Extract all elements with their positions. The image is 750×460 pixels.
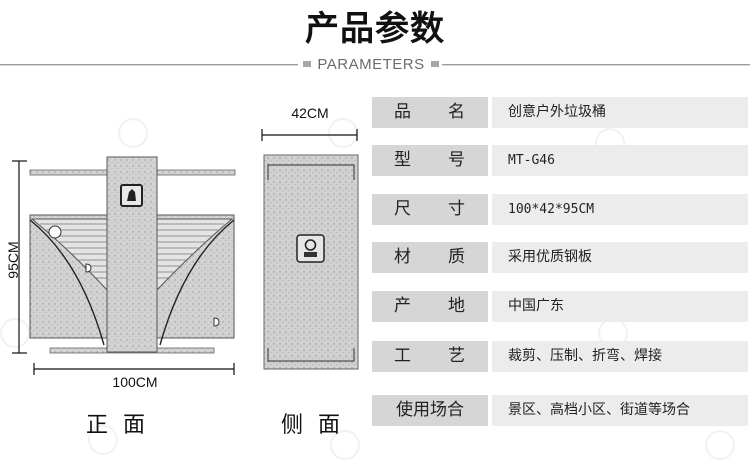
front-width-label: 100CM [112, 374, 158, 390]
param-row-material: 材 质 采用优质钢板 [372, 242, 748, 273]
side-view-caption: 侧 面 [281, 413, 344, 438]
label-char: 质 [448, 247, 465, 267]
param-label: 型 号 [372, 145, 488, 176]
param-value: 100*42*95CM [492, 194, 748, 225]
param-label: 工 艺 [372, 341, 488, 372]
label-char: 艺 [448, 346, 465, 366]
label-char: 号 [448, 150, 465, 170]
param-row-size: 尺 寸 100*42*95CM [372, 194, 748, 225]
page-title: 产品参数 [305, 9, 445, 49]
front-view-caption: 正 面 [86, 413, 149, 438]
label-char: 品 [394, 102, 411, 122]
subtitle-divider: PARAMETERS [0, 55, 750, 75]
side-width-label: 42CM [291, 105, 329, 121]
param-value: MT-G46 [492, 145, 748, 176]
param-row-name: 品 名 创意户外垃圾桶 [372, 97, 748, 128]
front-view-drawing [12, 156, 236, 375]
param-label: 材 质 [372, 242, 488, 273]
divider-line [0, 64, 298, 66]
front-height-label: 95CM [5, 241, 21, 279]
param-row-usage: 使用场合 景区、高档小区、街道等场合 [372, 395, 748, 426]
label-char: 材 [394, 247, 411, 267]
label-text: 使用场合 [396, 400, 464, 420]
label-char: 工 [394, 346, 411, 366]
param-value: 中国广东 [492, 291, 748, 322]
param-label: 产 地 [372, 291, 488, 322]
label-char: 寸 [448, 199, 465, 219]
param-label: 尺 寸 [372, 194, 488, 225]
param-row-origin: 产 地 中国广东 [372, 291, 748, 322]
label-char: 名 [448, 102, 465, 122]
param-value: 采用优质钢板 [492, 242, 748, 273]
param-value: 裁剪、压制、折弯、焊接 [492, 341, 748, 372]
param-label: 使用场合 [372, 395, 488, 426]
param-value: 景区、高档小区、街道等场合 [492, 395, 748, 426]
divider-line [442, 64, 750, 66]
label-char: 尺 [394, 199, 411, 219]
param-row-process: 工 艺 裁剪、压制、折弯、焊接 [372, 341, 748, 372]
divider-square-icon [303, 61, 311, 67]
page-subtitle: PARAMETERS [317, 56, 425, 73]
param-value: 创意户外垃圾桶 [492, 97, 748, 128]
label-char: 产 [394, 296, 411, 316]
side-view-drawing [261, 129, 359, 370]
param-label: 品 名 [372, 97, 488, 128]
param-row-model: 型 号 MT-G46 [372, 145, 748, 176]
label-char: 型 [394, 150, 411, 170]
watermark-icon [118, 118, 148, 148]
watermark-icon [88, 425, 118, 455]
watermark-icon [0, 318, 30, 348]
label-char: 地 [448, 296, 465, 316]
divider-square-icon [431, 61, 439, 67]
